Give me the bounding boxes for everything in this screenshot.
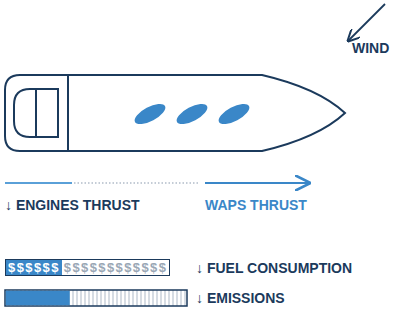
emissions-label: ↓ EMISSIONS (196, 290, 285, 306)
fuel-bar: $$$$$$$$$$$$$$$$$$ (5, 259, 170, 276)
ship-bridge-line (35, 89, 37, 137)
waps-thrust-label: WAPS THRUST (205, 197, 307, 213)
wind-arrow (349, 4, 385, 40)
ship-hull (5, 75, 345, 151)
emissions-fill (6, 291, 70, 306)
fuel-used-symbols: $$$$$$ (6, 260, 62, 275)
waps-thrust-arrow (205, 182, 309, 184)
wind-label: WIND (352, 40, 389, 56)
wind-sails (132, 100, 253, 128)
ship-hull-line (67, 75, 69, 151)
engine-thrust-bar (5, 182, 72, 184)
ship-bridge (14, 89, 58, 137)
engines-thrust-label: ↓ ENGINES THRUST (5, 197, 140, 213)
fuel-consumption-label: ↓ FUEL CONSUMPTION (196, 260, 352, 276)
fuel-saved-symbols: $$$$$$$$$$$$ (62, 260, 170, 275)
emissions-bar (5, 290, 187, 306)
engine-thrust-remainder (74, 182, 198, 184)
